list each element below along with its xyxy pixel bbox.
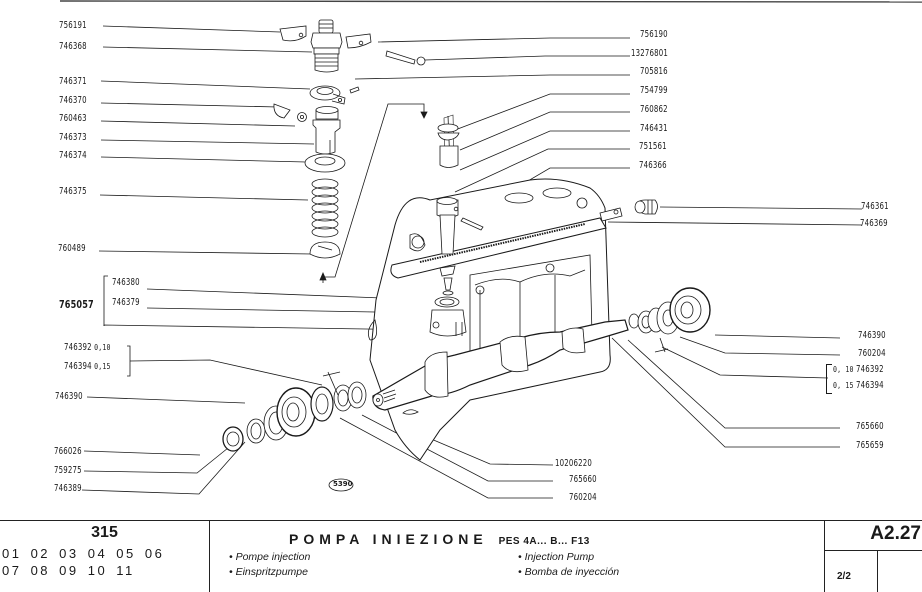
- part-label: 746390: [858, 330, 886, 341]
- leader-760463: [100, 120, 296, 127]
- part-label: 765660: [856, 421, 884, 432]
- part-label: 751561: [639, 141, 667, 152]
- leader-759275: [83, 447, 229, 474]
- shim-label: 0, 10 746392: [833, 364, 884, 375]
- exploded-parts-diagram: 756191 746368 746371 746370 760463 74637…: [54, 0, 922, 503]
- leader-746374: [100, 156, 307, 163]
- figure-id-oval: [328, 478, 354, 492]
- part-label: 760204: [569, 492, 597, 503]
- part-label: 746373: [59, 132, 87, 143]
- part-label: 746389: [54, 483, 82, 494]
- part-label: 746379: [112, 297, 140, 308]
- leader-746371: [100, 80, 311, 90]
- part-label: 746371: [59, 76, 87, 87]
- leader-746389: [81, 441, 246, 495]
- models-row-2: 07 08 09 10 11: [2, 563, 135, 578]
- part-label: 766026: [54, 446, 82, 457]
- translation-es: • Bomba de inyección: [518, 566, 620, 578]
- part-label: 746366: [639, 160, 667, 171]
- spring-746375: [311, 178, 339, 238]
- shim-label: 746394 0,15: [64, 361, 111, 372]
- sheet-number: 2/2: [837, 571, 851, 582]
- part-label: 760489: [58, 243, 86, 254]
- part-label: 754799: [640, 85, 668, 96]
- part-label: 746369: [860, 218, 888, 229]
- leader-746370: [100, 102, 279, 108]
- figure-id: 5390: [333, 480, 353, 488]
- leader-746373: [100, 139, 315, 145]
- part-label: 760463: [59, 113, 87, 124]
- leader-746375: [99, 194, 309, 201]
- leader-766026: [83, 450, 201, 456]
- part-label: 705816: [640, 66, 668, 77]
- leader-760489: [98, 250, 313, 255]
- leader-756191: [102, 25, 281, 33]
- title-cell: POMPA INIEZIONE PES 4A... B... F13 • Pom…: [209, 521, 821, 592]
- shim-label: 746392 0,10: [64, 342, 111, 353]
- divider: [825, 550, 922, 551]
- part-label: 765659: [856, 440, 884, 451]
- part-label: 746361: [861, 201, 889, 212]
- title-block: 315 01 02 03 04 05 06 07 08 09 10 11 POM…: [0, 520, 922, 592]
- part-label: 760204: [858, 348, 886, 359]
- page-title: POMPA INIEZIONE PES 4A... B... F13: [289, 531, 590, 547]
- translation-de: • Einspritzpumpe: [229, 566, 308, 578]
- part-label: 765660: [569, 474, 597, 485]
- reference-code: A2.27: [870, 523, 921, 544]
- injection-pump-drawing: [59, 0, 922, 499]
- shim-bracket: [826, 364, 832, 394]
- part-label: 746431: [640, 123, 668, 134]
- part-label: 746390: [55, 391, 83, 402]
- translation-en: • Injection Pump: [518, 551, 595, 563]
- part-label: 756190: [640, 29, 668, 40]
- part-label: 746370: [59, 95, 87, 106]
- page-subtitle: PES 4A... B... F13: [498, 536, 590, 547]
- leader-746390-left: [86, 396, 246, 404]
- part-label: 746368: [59, 41, 87, 52]
- part-label: 13276801: [631, 48, 668, 59]
- part-label: 759275: [54, 465, 82, 476]
- part-label: 10206220: [555, 458, 592, 469]
- model-block: 315 01 02 03 04 05 06 07 08 09 10 11: [0, 521, 210, 592]
- divider: [877, 550, 878, 592]
- models-row-1: 01 02 03 04 05 06: [2, 546, 165, 561]
- part-label: 756191: [59, 20, 87, 31]
- right-bearing-stack: [628, 287, 711, 353]
- part-label: 746375: [59, 186, 87, 197]
- part-label: 760862: [640, 104, 668, 115]
- left-bearing-stack: [222, 371, 367, 452]
- shim-label: 0, 15 746394: [833, 380, 884, 391]
- leader-746368: [102, 46, 313, 53]
- reference-block: A2.27 2/2: [824, 521, 922, 592]
- translation-fr: • Pompe injection: [229, 551, 311, 563]
- group-number: 315: [91, 524, 118, 541]
- part-label: 746374: [59, 150, 87, 161]
- assembly-label: 765057: [59, 298, 94, 311]
- part-label: 746380: [112, 277, 140, 288]
